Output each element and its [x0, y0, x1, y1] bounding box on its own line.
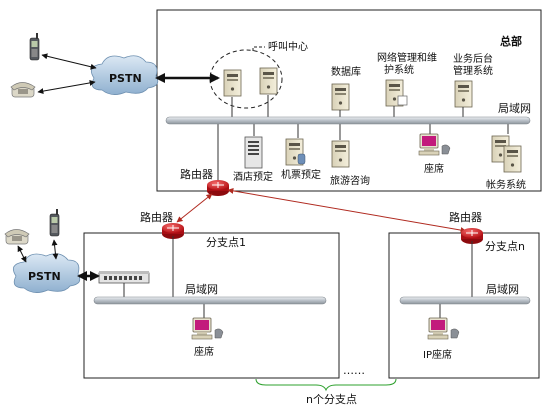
wan-link-branchn — [227, 187, 467, 234]
branch1-box — [83, 232, 340, 379]
bottom-desk-phone-icon — [4, 229, 30, 245]
branch1-router-label: 路由器 — [140, 210, 173, 224]
call-center-label: 呼叫中心 — [268, 40, 308, 53]
hotel-booking-label: 酒店预定 — [233, 170, 273, 183]
mobile-pstn-link — [41, 53, 97, 70]
n-branches-label: n个分支点 — [306, 393, 357, 406]
call-center-server-1 — [223, 69, 242, 97]
branchn-lan-label: 局域网 — [486, 283, 519, 296]
headquarters-label: 总部 — [500, 34, 522, 48]
business-backend-label-2: 管理系统 — [453, 64, 493, 77]
phone-pstn-link — [37, 79, 96, 95]
database-label: 数据库 — [331, 65, 361, 78]
branches-brace — [255, 378, 397, 392]
branchn-lan-bus — [399, 296, 531, 305]
branch1-lan-label: 局域网 — [185, 283, 218, 296]
branchn-seat-label: IP座席 — [423, 348, 452, 361]
bottom-phone-pstn-link — [17, 245, 27, 263]
accounting-label: 帐务系统 — [486, 178, 526, 191]
top-desk-phone-icon — [10, 82, 36, 98]
call-center-server-2 — [259, 67, 278, 95]
bottom-pstn-label: PSTN — [28, 270, 61, 283]
top-pstn-label: PSTN — [109, 72, 142, 85]
network-mgmt-label-2: 护系统 — [384, 63, 414, 76]
network-mgmt-label-1: 网络管理和维 — [377, 51, 437, 64]
branchn-name: 分支点n — [485, 240, 525, 253]
hq-lan-bus — [165, 116, 531, 125]
branchn-router-label: 路由器 — [449, 210, 482, 224]
branch1-seat-label: 座席 — [194, 345, 214, 358]
hq-lan-label: 局域网 — [498, 102, 531, 115]
hq-router — [206, 179, 230, 197]
hotel-server — [244, 136, 263, 169]
business-backend-label-1: 业务后台 — [453, 52, 493, 65]
branch1-name: 分支点1 — [206, 236, 246, 249]
branchn-box — [388, 232, 540, 379]
travel-consult-label: 旅游咨询 — [330, 174, 370, 187]
hq-seat-label: 座席 — [424, 162, 444, 175]
hq-router-label: 路由器 — [180, 167, 213, 181]
branches-ellipsis: …… — [343, 364, 365, 377]
travel-server — [331, 140, 350, 168]
wan-link-branch1 — [176, 193, 213, 223]
bottom-mobile-phone-icon — [49, 208, 60, 237]
ticket-booking-label: 机票预定 — [281, 168, 321, 181]
call-center-group — [209, 49, 283, 109]
hq-lan-drops — [217, 95, 509, 180]
network-mgmt-doc-icon — [397, 95, 408, 106]
branch1-lan-bus — [93, 296, 327, 305]
database-server — [331, 83, 350, 111]
business-backend-server — [454, 80, 473, 108]
bottom-mobile-pstn-link — [51, 239, 59, 260]
branch1-switch — [98, 271, 150, 284]
top-mobile-phone-icon — [29, 32, 40, 61]
ticket-db-icon — [297, 153, 306, 165]
